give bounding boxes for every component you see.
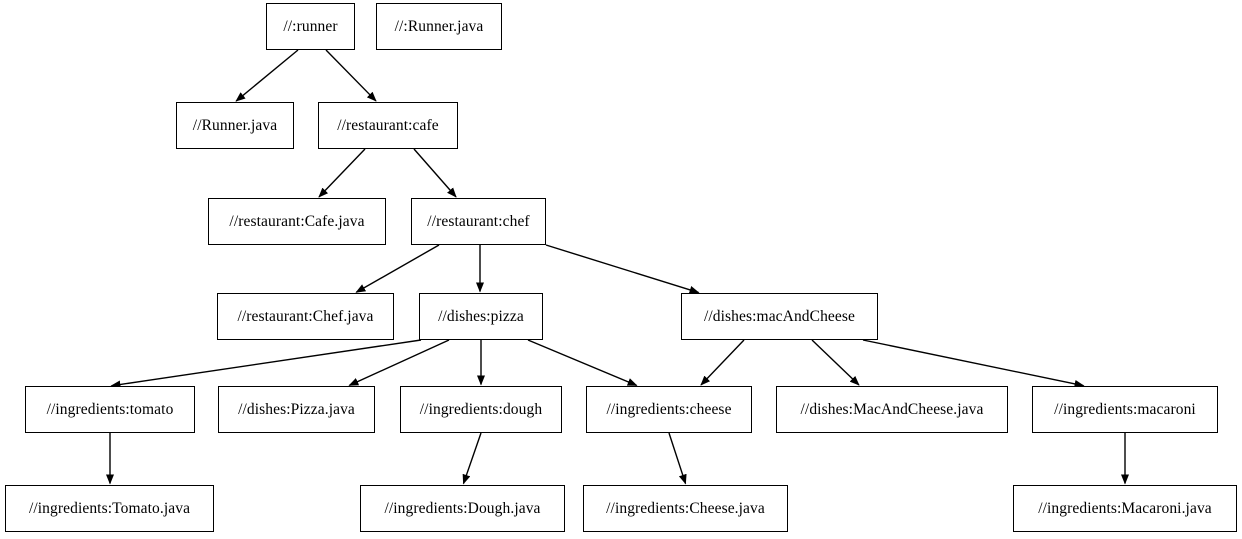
graph-node-label: //dishes:MacAndCheese.java <box>800 400 984 418</box>
graph-node-restaurant_Chef_java[interactable]: //restaurant:Chef.java <box>217 293 394 340</box>
graph-node-ingredients_Cheese_java[interactable]: //ingredients:Cheese.java <box>583 485 788 532</box>
graph-edge-dishes_pizza-to-ingredients_cheese <box>527 339 638 387</box>
graph-edge-ingredients_dough-to-ingredients_Dough_java <box>462 432 482 485</box>
graph-node-label: //ingredients:tomato <box>46 400 174 418</box>
graph-node-restaurant_Cafe_java[interactable]: //restaurant:Cafe.java <box>208 198 386 245</box>
graph-node-root_Runner_java[interactable]: //:Runner.java <box>376 3 502 50</box>
graph-edge-dishes_macAndCheese-to-ingredients_cheese <box>700 339 745 386</box>
graph-node-dishes_macAndCheese[interactable]: //dishes:macAndCheese <box>681 293 878 340</box>
graph-node-label: //restaurant:Cafe.java <box>229 212 365 230</box>
graph-node-label: //ingredients:cheese <box>606 400 732 418</box>
graph-node-ingredients_tomato[interactable]: //ingredients:tomato <box>25 386 195 433</box>
graph-node-restaurant_chef[interactable]: //restaurant:chef <box>411 198 546 245</box>
graph-node-label: //Runner.java <box>192 116 278 134</box>
graph-node-label: //ingredients:macaroni <box>1054 400 1196 418</box>
graph-node-ingredients_Tomato_java[interactable]: //ingredients:Tomato.java <box>5 485 214 532</box>
graph-edge-runner-to-Runner_java <box>235 49 299 102</box>
graph-node-Runner_java[interactable]: //Runner.java <box>176 102 294 149</box>
graph-edge-ingredients_cheese-to-ingredients_Cheese_java <box>668 432 687 485</box>
graph-node-restaurant_cafe[interactable]: //restaurant:cafe <box>318 102 458 149</box>
graph-node-label: //:runner <box>283 17 338 35</box>
graph-node-label: //dishes:Pizza.java <box>238 400 355 418</box>
graph-node-ingredients_dough[interactable]: //ingredients:dough <box>400 386 562 433</box>
graph-node-label: //restaurant:Chef.java <box>237 307 374 325</box>
graph-edge-restaurant_cafe-to-restaurant_Cafe_java <box>318 148 366 198</box>
graph-node-label: //dishes:pizza <box>438 307 524 325</box>
graph-node-ingredients_Macaroni_java[interactable]: //ingredients:Macaroni.java <box>1013 485 1237 532</box>
graph-node-label: //:Runner.java <box>394 17 484 35</box>
graph-edge-restaurant_cafe-to-restaurant_chef <box>413 148 457 198</box>
graph-edge-restaurant_chef-to-restaurant_Chef_java <box>355 244 440 293</box>
graph-node-runner[interactable]: //:runner <box>266 3 355 50</box>
graph-edge-dishes_macAndCheese-to-dishes_MacAndCheese_java <box>811 339 860 386</box>
graph-edge-dishes_pizza-to-ingredients_tomato <box>110 339 422 389</box>
graph-node-ingredients_macaroni[interactable]: //ingredients:macaroni <box>1032 386 1218 433</box>
graph-node-label: //ingredients:Cheese.java <box>606 499 765 517</box>
graph-node-label: //restaurant:chef <box>427 212 530 230</box>
graph-edge-runner-to-restaurant_cafe <box>325 49 377 102</box>
graph-node-label: //dishes:macAndCheese <box>703 307 856 325</box>
graph-node-dishes_pizza[interactable]: //dishes:pizza <box>419 293 543 340</box>
graph-node-label: //ingredients:dough <box>419 400 543 418</box>
graph-edge-dishes_pizza-to-dishes_Pizza_java <box>348 339 450 387</box>
graph-node-label: //restaurant:cafe <box>337 116 439 134</box>
graph-edge-restaurant_chef-to-dishes_macAndCheese <box>545 244 700 294</box>
graph-edge-dishes_macAndCheese-to-ingredients_macaroni <box>862 339 1085 388</box>
graph-node-label: //ingredients:Tomato.java <box>28 499 191 517</box>
graph-node-ingredients_Dough_java[interactable]: //ingredients:Dough.java <box>360 485 565 532</box>
graph-node-dishes_MacAndCheese_java[interactable]: //dishes:MacAndCheese.java <box>776 386 1008 433</box>
graph-node-label: //ingredients:Macaroni.java <box>1038 499 1212 517</box>
graph-node-ingredients_cheese[interactable]: //ingredients:cheese <box>586 386 752 433</box>
graph-node-label: //ingredients:Dough.java <box>384 499 541 517</box>
graph-node-dishes_Pizza_java[interactable]: //dishes:Pizza.java <box>218 386 375 433</box>
